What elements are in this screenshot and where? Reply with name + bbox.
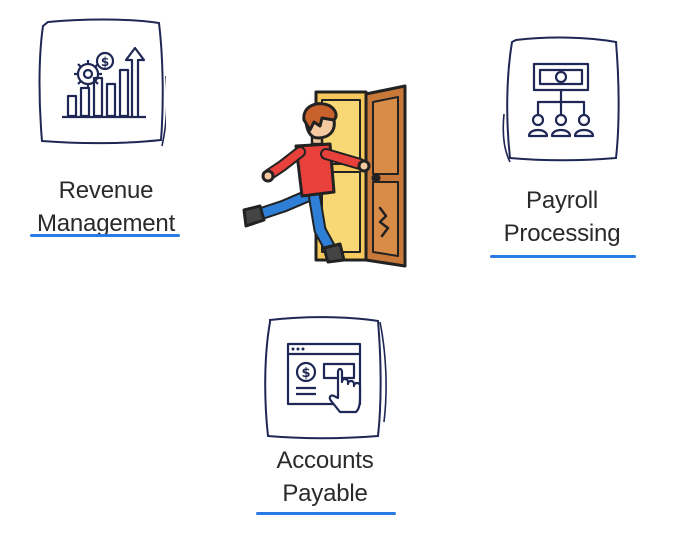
accounts-payable-label: Accounts Payable bbox=[250, 444, 400, 510]
node-payroll-processing: Payroll Processing bbox=[486, 34, 646, 264]
svg-text:$: $ bbox=[301, 366, 310, 381]
payroll-label-line2: Processing bbox=[503, 220, 621, 247]
revenue-label-line2: Management bbox=[36, 210, 176, 237]
svg-text:$: $ bbox=[101, 55, 109, 69]
revenue-growth-gear-chart-icon: $ bbox=[34, 16, 166, 148]
payroll-processing-label: Payroll Processing bbox=[486, 184, 638, 250]
payroll-label-line1: Payroll bbox=[526, 187, 598, 214]
revenue-underline bbox=[30, 234, 180, 237]
node-accounts-payable: $ Accounts Payable bbox=[250, 312, 410, 522]
accounts-payable-payment-click-icon: $ bbox=[260, 312, 394, 444]
accounts-label-line2: Payable bbox=[282, 480, 368, 507]
person-exiting-door-icon bbox=[230, 82, 420, 282]
payroll-underline bbox=[490, 255, 636, 258]
node-revenue-management: $ Revenue Management bbox=[28, 16, 188, 246]
accounts-underline bbox=[256, 512, 396, 515]
accounts-label-line1: Accounts bbox=[276, 447, 374, 474]
payroll-money-people-icon bbox=[500, 34, 626, 166]
revenue-label-line1: Revenue bbox=[58, 177, 154, 204]
revenue-management-label: Revenue Management bbox=[28, 174, 184, 240]
